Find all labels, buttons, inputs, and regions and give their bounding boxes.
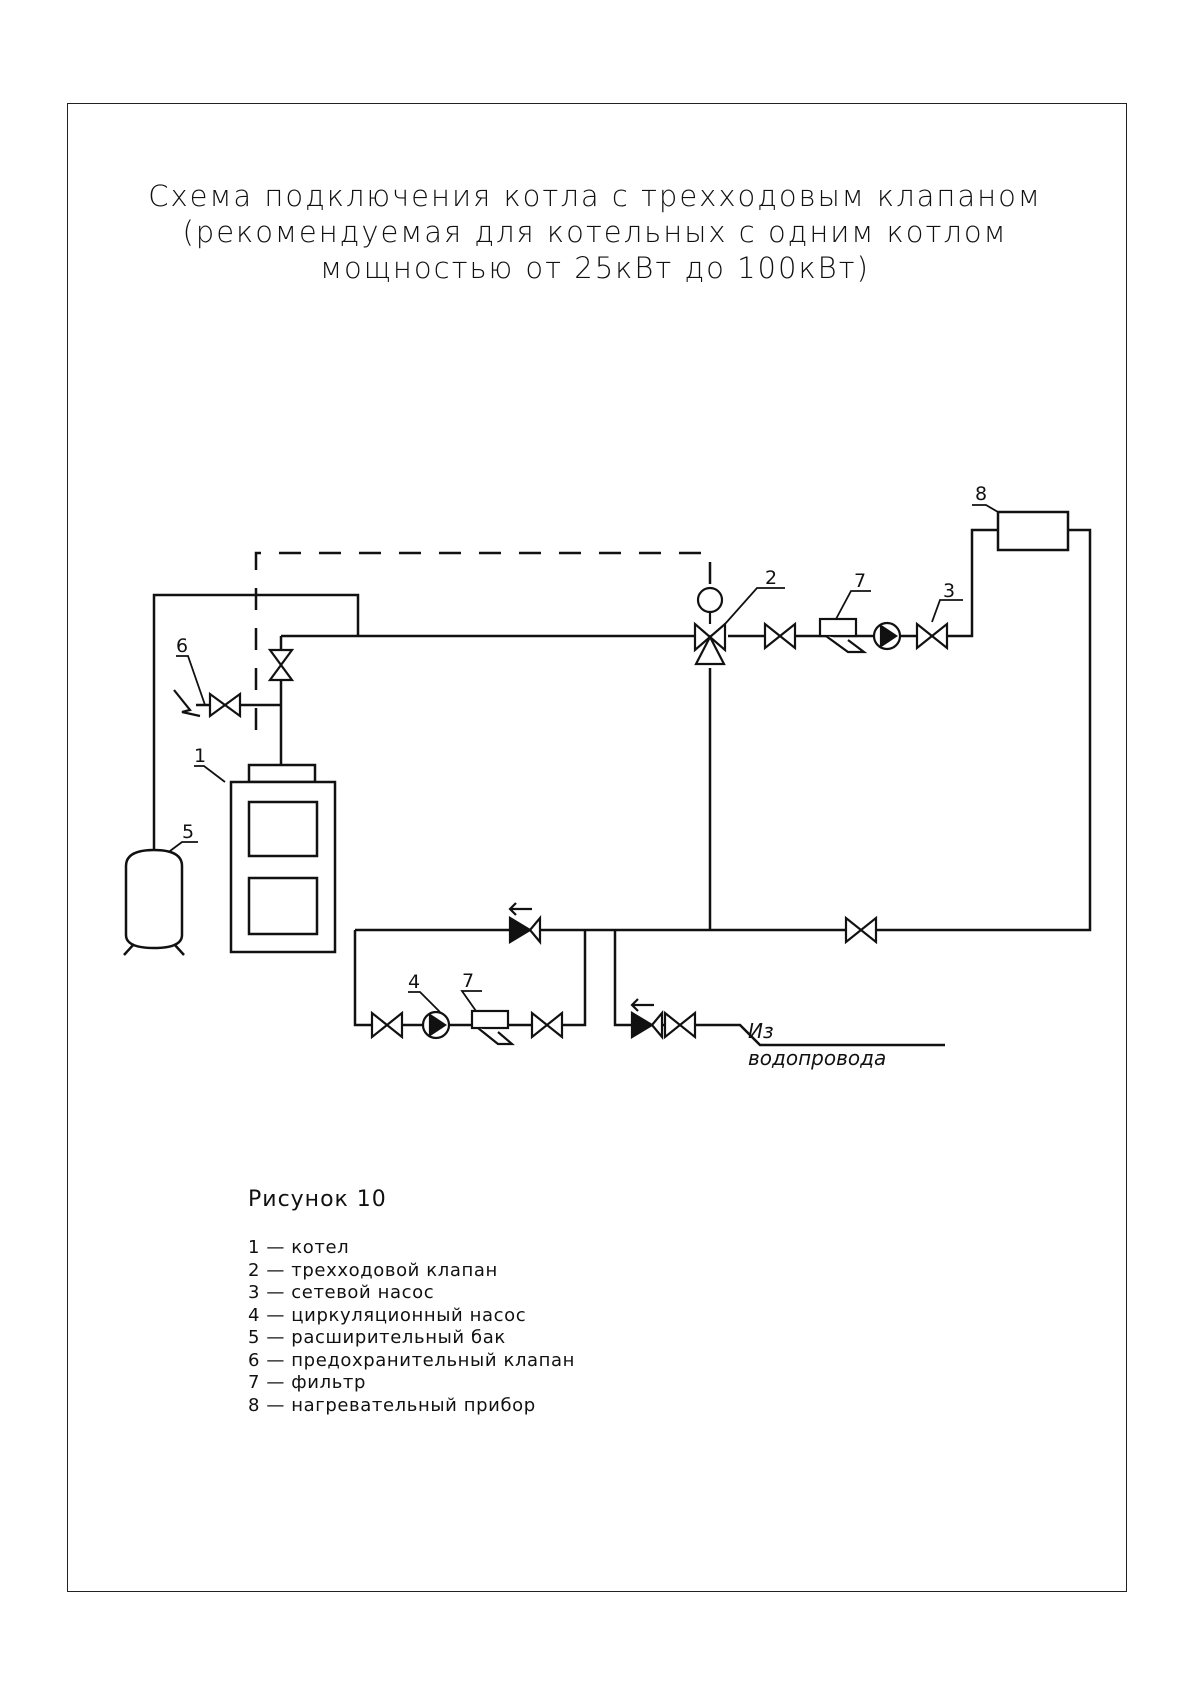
title-line-1: Схема подключения котла с трехходовым кл…: [148, 179, 1042, 213]
boiler: [229, 763, 337, 954]
valve-return: [844, 915, 878, 945]
legend-item: 7 — фильтр: [248, 1372, 367, 1393]
figure-caption: Рисунок 10: [248, 1187, 387, 1212]
legend-item: 3 — сетевой насос: [248, 1282, 435, 1303]
callout-7-loop: 7: [462, 970, 474, 992]
legend-item: 6 — предохранительный клапан: [248, 1349, 576, 1371]
callout-2: 2: [765, 567, 777, 589]
valve-pump-loop-2: [530, 1010, 564, 1040]
legend-item: 2 — трехходовой клапан: [248, 1259, 498, 1281]
network-pump: [872, 621, 902, 651]
title-line-2: (рекомендуемая для котельных с одним кот…: [182, 215, 1008, 249]
title-line-3: мощностью от 25кВт до 100кВт): [320, 251, 870, 285]
expansion-line: [152, 593, 360, 850]
check-valve-return: [508, 902, 542, 946]
valve-pump-loop-1: [370, 1010, 404, 1040]
filter-supply: [818, 617, 868, 654]
circulation-pump: [421, 1010, 451, 1040]
callout-8: 8: [975, 483, 987, 505]
water-supply-label-2: водопровода: [748, 1046, 886, 1070]
safety-valve: [173, 689, 242, 719]
callout-5: 5: [182, 821, 194, 843]
valve-network-pump: [915, 621, 949, 651]
pump-loop-pipe: [353, 930, 587, 1027]
callout-3: 3: [943, 580, 955, 602]
diagram-title: Схема подключения котла с трехходовым кл…: [0, 178, 1190, 286]
legend-item: 4 — циркуляционный насос: [248, 1304, 527, 1326]
legend-item: 1 — котел: [248, 1237, 350, 1258]
callout-4: 4: [408, 971, 420, 993]
callout-leader-3: [931, 599, 963, 623]
callout-7-supply: 7: [854, 570, 866, 592]
valve-boiler-supply: [267, 648, 295, 682]
makeup-water-pipe: [613, 930, 945, 1047]
legend: 1 — котел 2 — трехходовой клапан 3 — сет…: [248, 1237, 575, 1417]
three-way-valve: [693, 586, 727, 666]
filter-pump-loop: [470, 1009, 515, 1046]
callout-leader-1: [194, 765, 226, 783]
callout-1: 1: [194, 745, 206, 767]
radiator: [996, 510, 1070, 552]
callout-leader-8: [972, 504, 999, 513]
valve-heating-1: [763, 621, 797, 651]
drawing-frame: [67, 103, 1127, 1592]
callout-leader-4: [408, 991, 441, 1013]
callout-leader-5: [169, 841, 198, 852]
callout-6: 6: [176, 635, 188, 657]
callout-leader-6: [176, 655, 206, 706]
callout-leader-7a: [835, 590, 871, 620]
expansion-tank: [123, 848, 185, 956]
legend-item: 5 — расширительный бак: [248, 1327, 506, 1348]
legend-item: 8 — нагревательный прибор: [248, 1394, 536, 1416]
water-supply-label-1: Из: [748, 1019, 774, 1043]
makeup-check-valve: [630, 998, 697, 1041]
heating-return-pipe: [355, 528, 1092, 932]
callout-leader-2: [724, 587, 785, 625]
control-dashed-line: [254, 551, 712, 730]
callout-leader-7b: [460, 990, 482, 1012]
